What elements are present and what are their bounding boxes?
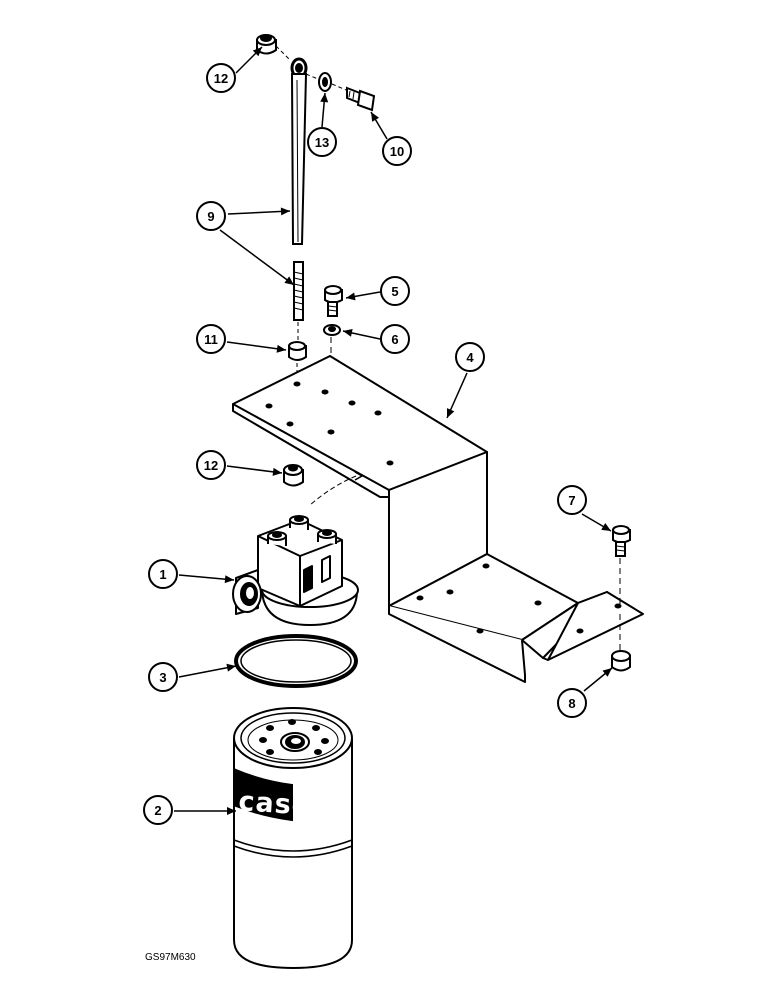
callout-bubble bbox=[206, 63, 236, 93]
part-nut-stud bbox=[288, 341, 307, 383]
callout-number: 10 bbox=[390, 144, 404, 159]
callout-bubble bbox=[196, 324, 226, 354]
part-sealing-ring bbox=[234, 634, 358, 688]
callout-8: 8 bbox=[557, 667, 613, 718]
callout-number: 9 bbox=[207, 209, 214, 224]
callout-12a: 12 bbox=[206, 46, 263, 93]
callout-number: 13 bbox=[315, 135, 329, 150]
callout-12b: 12 bbox=[196, 450, 283, 480]
callout-arrowhead bbox=[602, 668, 612, 677]
callout-9: 9 bbox=[196, 201, 295, 286]
part-cap-nut-flange bbox=[611, 614, 631, 672]
callout-3: 3 bbox=[148, 662, 237, 692]
callout-number: 3 bbox=[159, 670, 166, 685]
callout-arrowhead bbox=[346, 292, 356, 301]
part-mounting-bracket bbox=[232, 355, 644, 683]
callout-arrowhead bbox=[447, 408, 455, 418]
callout-bubble bbox=[455, 342, 485, 372]
callout-arrowhead bbox=[601, 522, 611, 531]
callout-arrowhead bbox=[276, 344, 286, 353]
callout-1: 1 bbox=[148, 559, 235, 589]
part-lock-washer bbox=[323, 324, 341, 432]
part-washer bbox=[305, 72, 347, 92]
callout-bubble bbox=[557, 688, 587, 718]
callout-4: 4 bbox=[446, 342, 485, 419]
callout-arrowhead bbox=[227, 807, 236, 815]
part-cap-nut-lower bbox=[283, 464, 364, 506]
callout-arrowhead bbox=[343, 328, 353, 337]
callout-leader-line bbox=[178, 665, 237, 678]
part-threaded-stud bbox=[293, 261, 304, 340]
callout-arrowhead bbox=[224, 575, 234, 584]
callout-arrowhead bbox=[280, 207, 290, 216]
callout-leader-line bbox=[219, 229, 295, 286]
callout-arrowhead bbox=[284, 276, 294, 285]
callout-number: 4 bbox=[466, 350, 474, 365]
part-support-rod-upper bbox=[290, 57, 308, 245]
callout-number: 1 bbox=[159, 567, 166, 582]
part-bolt-bracket bbox=[324, 285, 343, 317]
part-filter-head bbox=[232, 515, 359, 626]
callout-10: 10 bbox=[370, 111, 412, 166]
callout-bubble bbox=[148, 662, 178, 692]
callout-bubble bbox=[143, 795, 173, 825]
callout-arrowhead bbox=[320, 93, 329, 103]
callout-leader-line bbox=[178, 574, 235, 581]
part-bolt-flange bbox=[612, 525, 631, 604]
callout-leader-line bbox=[226, 465, 283, 474]
callout-number: 7 bbox=[568, 493, 575, 508]
callout-arrowhead bbox=[272, 467, 282, 476]
callout-bubble bbox=[196, 201, 226, 231]
callout-6: 6 bbox=[342, 324, 410, 354]
callout-number: 12 bbox=[204, 458, 218, 473]
drawing-reference-code: GS97M630 bbox=[145, 952, 196, 963]
callout-5: 5 bbox=[345, 276, 410, 306]
callout-arrowhead bbox=[226, 663, 236, 672]
callout-number: 12 bbox=[214, 71, 228, 86]
callout-bubble bbox=[307, 127, 337, 157]
part-cap-nut-top bbox=[256, 34, 291, 61]
callout-arrowhead bbox=[252, 47, 262, 57]
part-bolt-rod bbox=[346, 86, 376, 112]
callout-number: 2 bbox=[154, 803, 161, 818]
callout-leader-line bbox=[226, 341, 287, 351]
callout-bubble bbox=[557, 485, 587, 515]
callout-number: 11 bbox=[204, 332, 218, 347]
callout-bubble bbox=[382, 136, 412, 166]
part-filter-cartridge bbox=[233, 707, 353, 970]
callout-13: 13 bbox=[307, 92, 337, 157]
callout-number: 8 bbox=[568, 696, 575, 711]
callout-bubble bbox=[196, 450, 226, 480]
callout-arrowhead bbox=[371, 112, 380, 122]
brand-logo: case bbox=[238, 786, 313, 822]
callout-11: 11 bbox=[196, 324, 287, 354]
callout-bubble bbox=[148, 559, 178, 589]
callout-bubble bbox=[380, 324, 410, 354]
callout-2: 2 bbox=[143, 795, 236, 825]
callout-number: 5 bbox=[391, 284, 398, 299]
callout-bubble bbox=[380, 276, 410, 306]
callout-number: 6 bbox=[391, 332, 398, 347]
callout-7: 7 bbox=[557, 485, 612, 532]
callout-leader-line bbox=[227, 210, 291, 215]
